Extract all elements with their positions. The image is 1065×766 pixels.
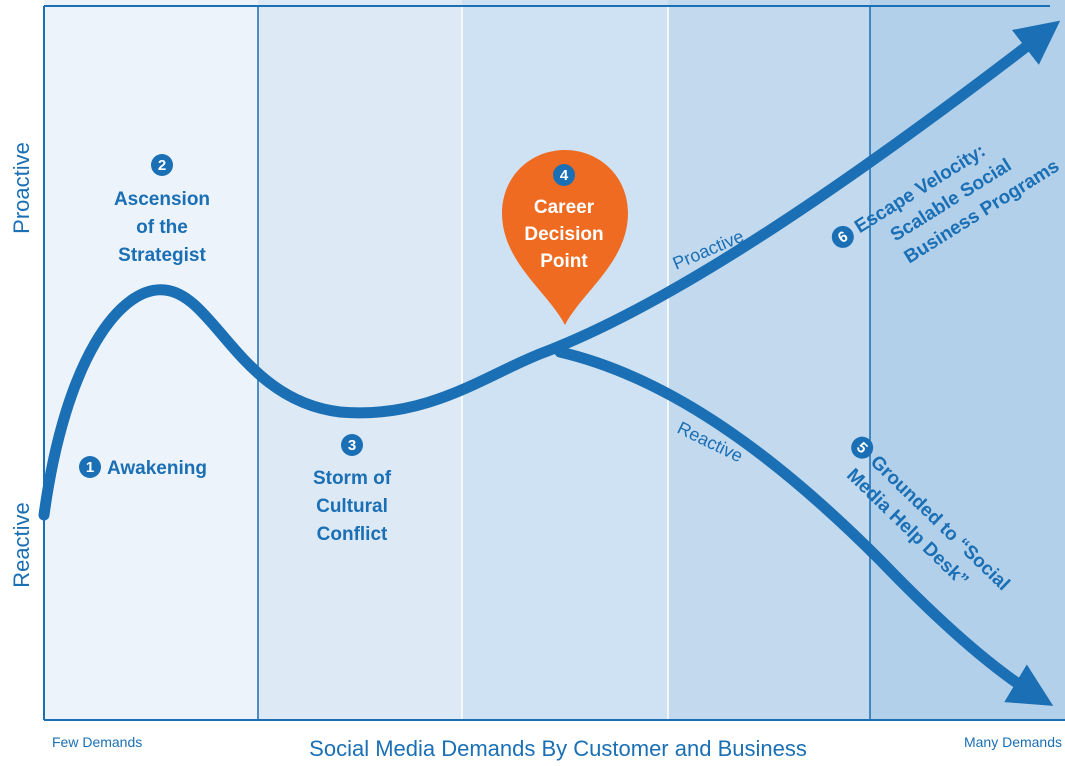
stage-1: 1 Awakening xyxy=(79,456,207,479)
stage-number-badge xyxy=(851,436,874,459)
stage-number-badge xyxy=(79,456,101,478)
curve xyxy=(38,20,1061,706)
stage-4-pin: 4 Career Decision Point xyxy=(502,150,628,325)
band-3 xyxy=(462,0,668,720)
stage-number: 4 xyxy=(560,167,569,184)
stage-number: 3 xyxy=(348,437,356,454)
stage-3: 3 Storm of Cultural Conflict xyxy=(313,434,392,545)
y-axis-label-bottom: Reactive xyxy=(9,502,34,588)
stage-label-line: Decision xyxy=(524,224,603,245)
stage-label-line: Cultural xyxy=(316,496,388,517)
stage-number: 2 xyxy=(158,157,166,174)
stage-number-badge xyxy=(831,225,854,248)
stage-label: Awakening xyxy=(107,458,207,479)
main-curve-arrow xyxy=(38,20,1061,521)
stage-label-line: Storm of xyxy=(313,468,392,489)
band-5 xyxy=(870,0,1065,720)
stage-number-badge xyxy=(341,434,363,456)
x-axis-title: Social Media Demands By Customer and Bus… xyxy=(309,736,807,761)
stage-label-line: Point xyxy=(540,251,588,272)
background-bands xyxy=(44,0,1065,720)
x-axis-left-label: Few Demands xyxy=(52,734,142,750)
reactive-branch-arrow xyxy=(554,346,1054,706)
x-axis-right-label: Many Demands xyxy=(964,734,1062,750)
stage-number-badge xyxy=(553,164,575,186)
band-2 xyxy=(258,0,462,720)
band-4 xyxy=(668,0,870,720)
stage-label-line: Ascension xyxy=(114,189,210,210)
axes-frame xyxy=(43,5,1065,721)
stage-number: 1 xyxy=(86,459,94,476)
stage-number-badge xyxy=(151,154,173,176)
y-axis-label-top: Proactive xyxy=(9,142,34,234)
stage-label-line: Conflict xyxy=(317,524,388,545)
map-pin-icon xyxy=(502,150,628,325)
stage-label-line: Strategist xyxy=(118,245,206,266)
stage-2: 2 Ascension of the Strategist xyxy=(114,154,210,266)
stage-label-line: of the xyxy=(136,217,188,238)
stage-label-line: Career xyxy=(534,197,595,218)
band-1 xyxy=(44,0,258,720)
